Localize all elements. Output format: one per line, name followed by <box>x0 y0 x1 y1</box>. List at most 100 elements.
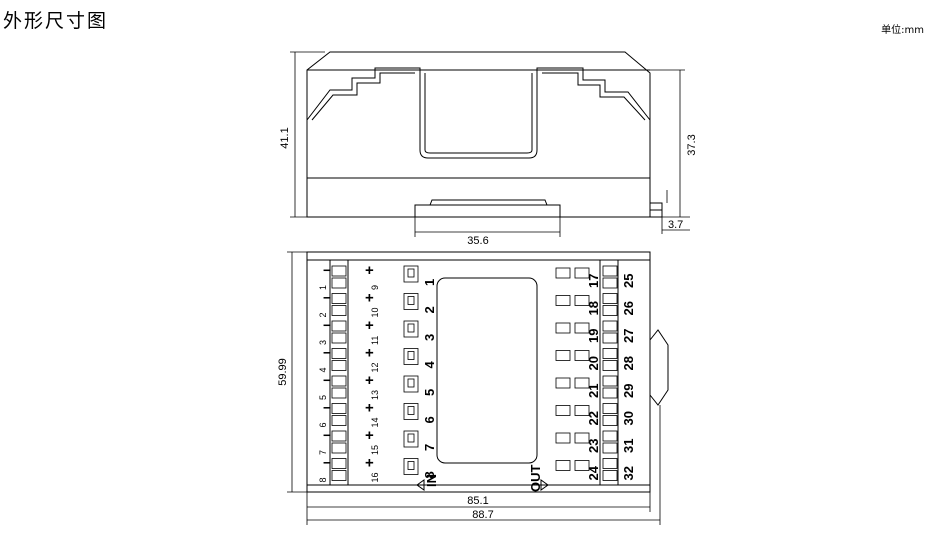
terminal-block <box>602 265 618 277</box>
terminal-block <box>331 430 347 442</box>
terminal-block <box>331 320 347 332</box>
output-connector <box>574 460 590 471</box>
terminal-block <box>331 403 347 414</box>
minus-sign: − <box>323 455 331 471</box>
output-channel-number-right: 30 <box>621 411 636 425</box>
terminal-block <box>602 403 618 414</box>
terminal-block <box>331 277 347 289</box>
minus-sign: − <box>323 427 331 443</box>
output-channel-number: 17 <box>586 274 601 288</box>
terminal-block <box>602 415 618 426</box>
side-view <box>306 51 663 218</box>
terminal-block <box>331 265 347 277</box>
plus-sign: + <box>365 455 374 472</box>
input-connector-pin <box>407 406 415 415</box>
minus-sign: − <box>323 317 331 333</box>
terminal-block <box>602 305 618 316</box>
plus-sign: + <box>365 372 374 389</box>
minus-sign: − <box>323 290 331 306</box>
terminal-block <box>331 458 347 469</box>
input-label: IN <box>424 474 439 487</box>
unit-label: 单位:mm <box>881 25 924 36</box>
terminal-block <box>331 305 347 316</box>
minus-sign: − <box>323 345 331 361</box>
terminal-number-plus: 16 <box>370 472 380 482</box>
terminal-number-minus: 3 <box>318 340 328 345</box>
output-channel-number-right: 32 <box>621 466 636 480</box>
terminal-block <box>602 442 618 454</box>
plus-sign: + <box>365 400 374 417</box>
output-connector <box>555 295 571 306</box>
terminal-block <box>602 387 618 399</box>
output-connector <box>555 322 571 334</box>
output-connector <box>555 432 571 444</box>
output-connector <box>555 377 571 389</box>
terminal-block <box>331 348 347 359</box>
terminal-number-plus: 10 <box>370 307 380 317</box>
front-view <box>306 251 669 493</box>
output-channel-number: 19 <box>586 329 601 343</box>
terminal-number-minus: 1 <box>318 285 328 290</box>
terminal-number-minus: 7 <box>318 450 328 455</box>
plus-sign: + <box>365 290 374 307</box>
output-arrow-icon <box>540 479 549 491</box>
minus-sign: − <box>323 372 331 388</box>
terminal-block <box>331 293 347 304</box>
output-connector <box>574 350 590 361</box>
terminal-block <box>602 348 618 359</box>
minus-sign: − <box>323 400 331 416</box>
output-channel-number-right: 27 <box>621 329 636 343</box>
terminal-number-minus: 5 <box>318 395 328 400</box>
output-channel-number-right: 31 <box>621 439 636 453</box>
terminal-block <box>331 387 347 399</box>
dim-rail-width: 35.6 <box>467 235 488 247</box>
output-channel-number: 18 <box>586 301 601 315</box>
terminal-block <box>602 470 618 481</box>
output-connector <box>574 295 590 306</box>
input-channel-number: 8 <box>422 471 437 478</box>
terminal-block <box>331 442 347 454</box>
terminal-block <box>602 332 618 344</box>
dim-front-height: 59.99 <box>277 358 289 386</box>
dim-inner-height: 37.3 <box>686 134 698 155</box>
dim-overall-width: 88.7 <box>472 509 493 521</box>
terminal-number-minus: 2 <box>318 312 328 317</box>
terminal-block <box>602 360 618 371</box>
terminal-number-plus: 15 <box>370 445 380 455</box>
terminal-number-plus: 11 <box>370 336 380 345</box>
output-connector <box>555 460 571 471</box>
input-channel-number: 5 <box>422 389 437 396</box>
output-connector <box>574 377 590 389</box>
terminal-block <box>602 320 618 332</box>
output-connector <box>555 405 571 416</box>
output-channel-number-right: 28 <box>621 356 636 370</box>
terminal-blocks <box>331 265 618 481</box>
terminal-number-plus: 14 <box>370 417 380 427</box>
input-arrow-icon <box>416 479 425 491</box>
dim-foot: 3.7 <box>668 219 683 231</box>
terminal-block <box>602 430 618 442</box>
terminal-block <box>331 360 347 371</box>
input-channel-number: 1 <box>422 279 437 286</box>
side-dimension-lines <box>290 51 690 237</box>
output-connector <box>574 267 590 279</box>
terminal-block <box>602 277 618 289</box>
output-connector <box>555 267 571 279</box>
output-channel-number-right: 26 <box>621 301 636 315</box>
terminal-number-minus: 4 <box>318 367 328 372</box>
plus-sign: + <box>365 317 374 334</box>
output-channel-number-right: 25 <box>621 274 636 288</box>
output-connector <box>574 405 590 416</box>
terminal-block <box>602 375 618 387</box>
input-channel-number: 3 <box>422 334 437 341</box>
input-connector-pin <box>407 351 415 360</box>
plus-sign: + <box>365 427 374 444</box>
input-connector-pin <box>407 296 415 305</box>
terminal-number-plus: 13 <box>370 390 380 400</box>
plus-sign: + <box>365 262 374 279</box>
output-channel-number: 20 <box>586 356 601 370</box>
input-connector-pin <box>407 268 415 278</box>
output-label: OUT <box>528 465 543 493</box>
output-channel-number: 23 <box>586 439 601 453</box>
